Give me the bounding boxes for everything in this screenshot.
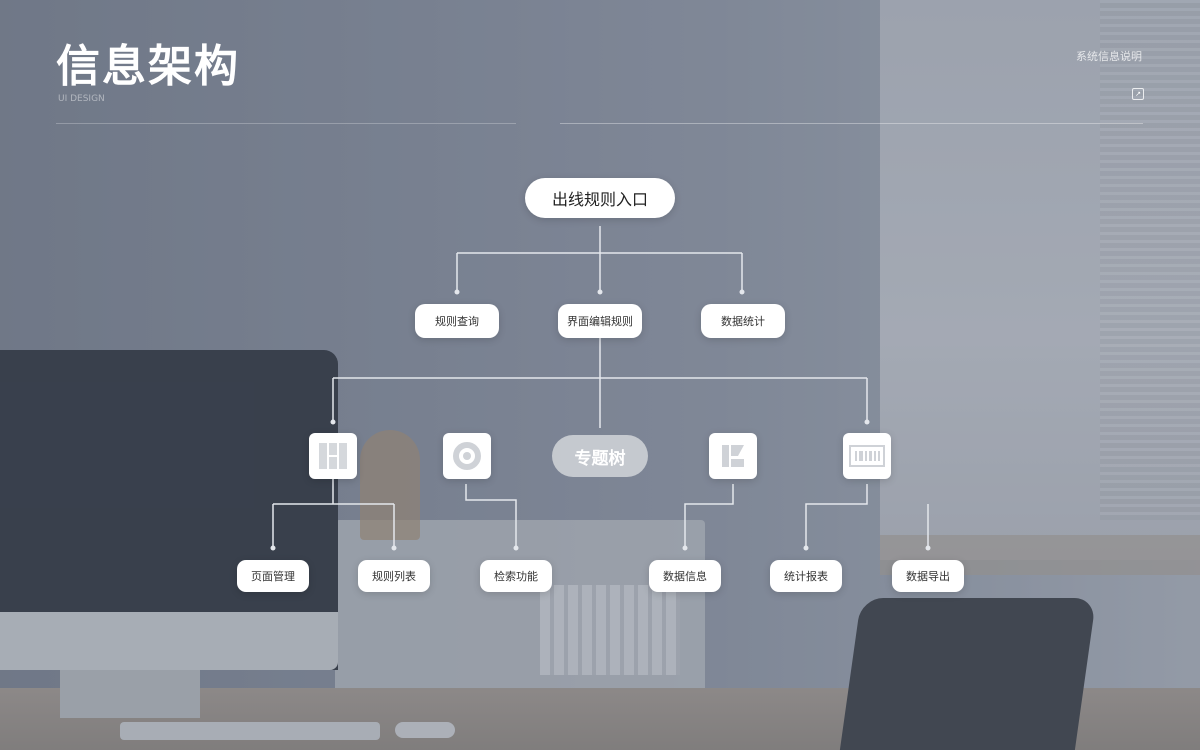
connector-group-3 [684,484,734,548]
icon-node-grid[interactable] [309,433,357,479]
barcode-icon [849,445,885,467]
leaf-node-data-export[interactable]: 数据导出 [892,560,964,592]
top-right-label: 系统信息说明 [1076,50,1142,63]
window-blinds [1100,0,1200,520]
window [880,0,1200,560]
connector-dot [682,545,688,551]
icon-node-barcode[interactable] [843,433,891,479]
header-divider-right [560,123,1143,124]
connector-dot [739,289,745,295]
connector-dot [330,419,336,425]
leaf-node-stats-report[interactable]: 统计报表 [770,560,842,592]
center-node-topic-tree[interactable]: 专题树 [552,435,648,477]
connector-dot [513,545,519,551]
icon-node-chart[interactable] [709,433,757,479]
search-icon [453,442,481,470]
books [540,585,680,675]
connector-group-4 [805,484,868,548]
keyboard [120,722,380,740]
header-divider-left [56,123,516,124]
external-link-icon[interactable]: ↗ [1132,88,1144,100]
page-title: 信息架构 [56,41,240,92]
connector-dot [864,419,870,425]
monitor-stand [60,670,200,718]
level1-node-statistics[interactable]: 数据统计 [701,304,785,338]
leaf-node-rule-list[interactable]: 规则列表 [358,560,430,592]
connector-group-2 [465,484,517,548]
connector-dot [454,289,460,295]
connector-dot [597,289,603,295]
connector-dot [925,545,931,551]
root-node[interactable]: 出线规则入口 [525,178,675,218]
connector-dot [803,545,809,551]
page-subtitle: UI DESIGN [58,94,105,104]
connector-dot [270,545,276,551]
connector-dot [391,545,397,551]
level1-node-rule-query[interactable]: 规则查询 [415,304,499,338]
grid-icon [319,443,347,469]
level1-node-edit-rules[interactable]: 界面编辑规则 [558,304,642,338]
leaf-node-data-info[interactable]: 数据信息 [649,560,721,592]
icon-node-search[interactable] [443,433,491,479]
leaf-node-page-management[interactable]: 页面管理 [237,560,309,592]
monitor-chin [0,612,338,670]
leaf-node-search-function[interactable]: 检索功能 [480,560,552,592]
chart-icon [722,445,744,467]
vase [360,430,420,540]
mouse [395,722,455,738]
